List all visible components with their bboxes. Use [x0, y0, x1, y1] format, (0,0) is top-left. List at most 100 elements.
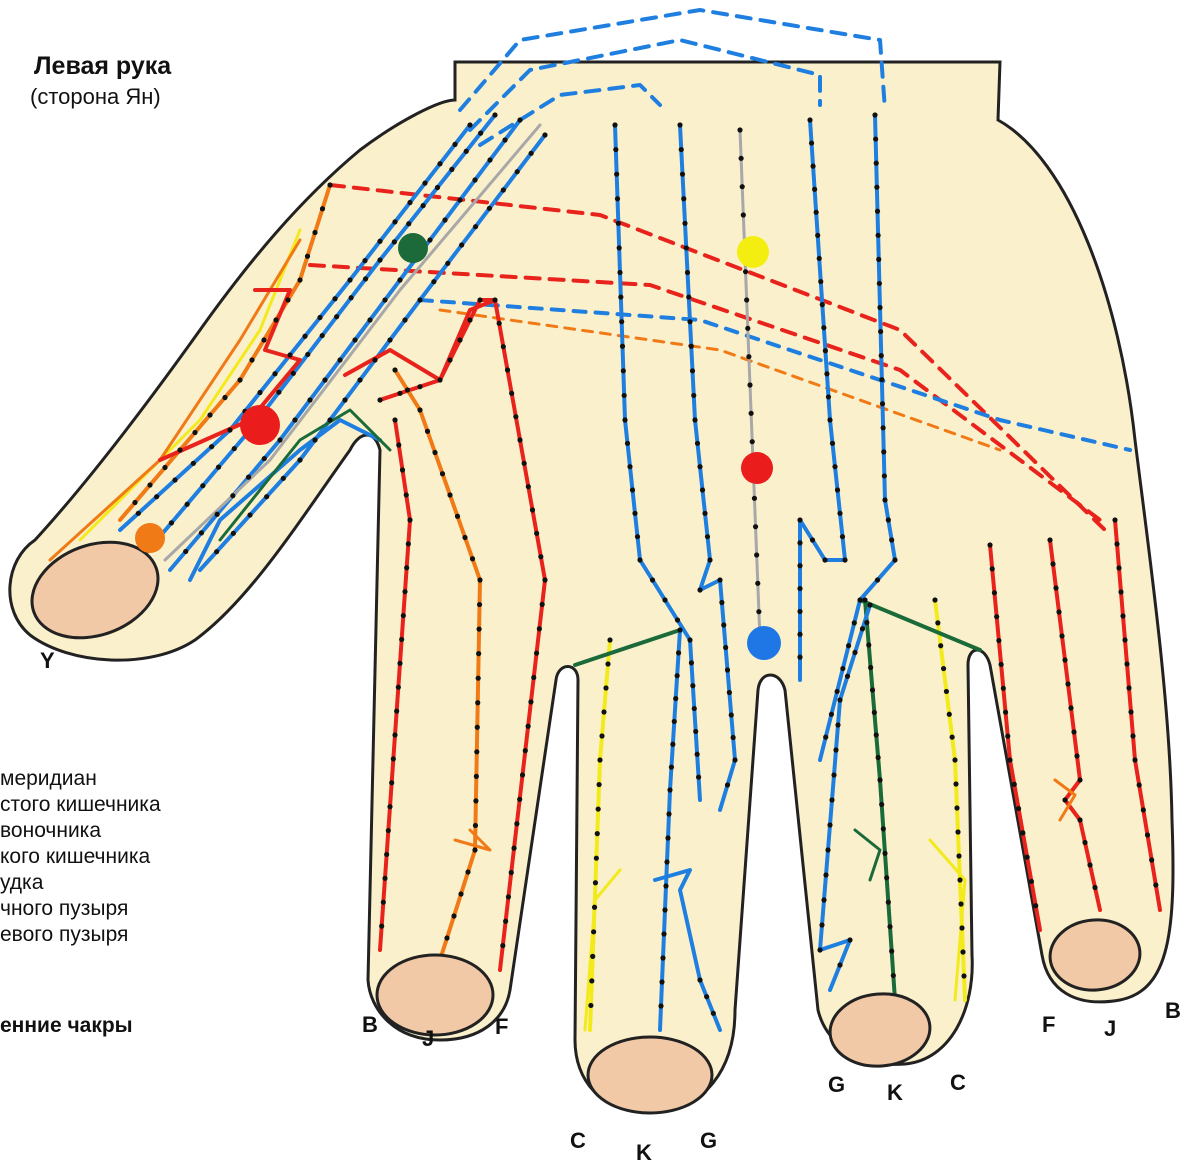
acupoint-dot	[392, 417, 397, 422]
acupoint-dot	[514, 821, 519, 826]
acupoint-dot	[707, 557, 712, 562]
acupoint-dot	[531, 675, 536, 680]
acupoint-dot	[820, 302, 825, 307]
acupoint-dot	[620, 344, 625, 349]
little-label-b: B	[1165, 998, 1181, 1024]
acupoint-dot	[830, 441, 835, 446]
chakra-green	[398, 233, 428, 263]
acupoint-dot	[1020, 830, 1025, 835]
acupoint-dot	[729, 712, 734, 717]
diagram-title: Левая рука	[34, 52, 171, 81]
acupoint-dot	[872, 112, 877, 117]
acupoint-dot	[363, 276, 368, 281]
acupoint-dot	[826, 394, 831, 399]
chakra-legend-heading: енние чакры	[0, 1014, 133, 1038]
acupoint-dot	[216, 465, 221, 470]
acupoint-dot	[292, 417, 297, 422]
acupoint-dot	[695, 752, 700, 757]
acupoint-dot	[663, 883, 668, 888]
acupoint-dot	[614, 172, 619, 177]
acupoint-dot	[947, 712, 952, 717]
acupoint-dot	[337, 357, 342, 362]
acupoint-dot	[750, 439, 755, 444]
acupoint-dot	[209, 444, 214, 449]
acupoint-dot	[872, 710, 877, 715]
acupoint-dot	[686, 294, 691, 299]
acupoint-dot	[1137, 782, 1142, 787]
acupoint-dot	[889, 949, 894, 954]
legend-item: стого кишечника	[0, 792, 161, 818]
acupoint-dot	[199, 530, 204, 535]
acupoint-dot	[746, 354, 751, 359]
acupoint-dot	[397, 391, 402, 396]
acupoint-dot	[825, 847, 830, 852]
acupoint-dot	[667, 787, 672, 792]
acupoint-dot	[422, 181, 427, 186]
acupoint-dot	[305, 254, 310, 259]
acupoint-dot	[427, 237, 432, 242]
index-label-b: B	[362, 1012, 378, 1038]
acupoint-dot	[807, 117, 812, 122]
acupoint-dot	[392, 239, 397, 244]
acupoint-dot	[593, 880, 598, 885]
acupoint-dot	[697, 587, 702, 592]
acupoint-dot	[821, 325, 826, 330]
acupoint-dot	[455, 514, 460, 519]
acupoint-dot	[987, 542, 992, 547]
middle-label-g: G	[700, 1128, 717, 1154]
acupoint-dot	[381, 900, 386, 905]
acupoint-dot	[810, 537, 815, 542]
acupoint-dot	[449, 167, 454, 172]
acupoint-dot	[526, 484, 531, 489]
acupoint-dot	[357, 377, 362, 382]
chakra-orange	[135, 523, 165, 553]
acupoint-dot	[406, 541, 411, 546]
acupoint-dot	[432, 450, 437, 455]
acupoint-dot	[950, 735, 955, 740]
acupoint-dot	[200, 483, 205, 488]
acupoint-dot	[467, 317, 472, 322]
acupoint-dot	[1149, 857, 1154, 862]
acupoint-dot	[431, 279, 436, 284]
acupoint-dot	[867, 602, 872, 607]
acupoint-dot	[959, 925, 964, 930]
acupoint-dot	[302, 334, 307, 339]
acupoint-dot	[526, 724, 531, 729]
acupoint-dot	[1062, 657, 1067, 662]
acupoint-dot	[1059, 633, 1064, 638]
acupoint-dot	[833, 747, 838, 752]
acupoint-dot	[877, 281, 882, 286]
acupoint-dot	[444, 935, 449, 940]
acupoint-dot	[1003, 710, 1008, 715]
acupoint-dot	[676, 650, 681, 655]
acupoint-dot	[183, 549, 188, 554]
meridian-legend: меридиан стого кишечника воночника кого …	[0, 766, 161, 948]
acupoint-dot	[437, 377, 442, 382]
acupoint-dot	[875, 577, 880, 582]
little-label-f: F	[1042, 1012, 1055, 1038]
acupoint-dot	[396, 442, 401, 447]
acupoint-dot	[169, 520, 174, 525]
acupoint-dot	[297, 457, 302, 462]
acupoint-dot	[599, 733, 604, 738]
acupoint-dot	[477, 297, 482, 302]
acupoint-dot	[407, 200, 412, 205]
acupoint-dot	[835, 722, 840, 727]
acupoint-dot	[595, 831, 600, 836]
acupoint-dot	[996, 638, 1001, 643]
acupoint-dot	[717, 577, 722, 582]
acupoint-dot	[1077, 817, 1082, 822]
acupoint-dot	[935, 620, 940, 625]
acupoint-dot	[881, 826, 886, 831]
acupoint-dot	[944, 689, 949, 694]
acupoint-dot	[892, 557, 897, 562]
acupoint-dot	[840, 534, 845, 539]
acupoint-dot	[696, 775, 701, 780]
acupoint-dot	[797, 632, 802, 637]
chakra-blue	[747, 626, 781, 660]
legend-item: воночника	[0, 818, 161, 844]
acupoint-dot	[391, 756, 396, 761]
index-nail	[377, 955, 493, 1035]
acupoint-dot	[447, 492, 452, 497]
acupoint-dot	[837, 962, 842, 967]
